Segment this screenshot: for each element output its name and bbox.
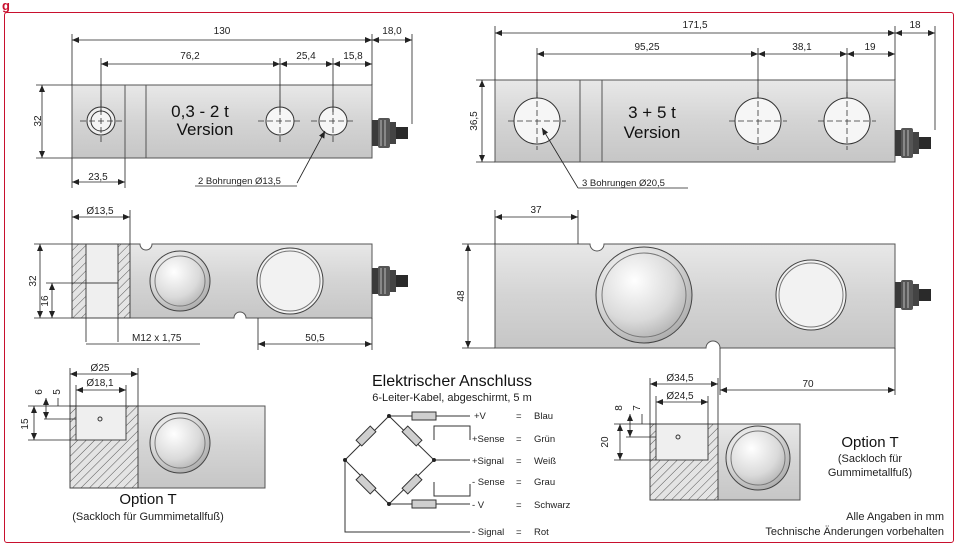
- option-small-title: Option T: [119, 491, 176, 508]
- option-large-title: Option T: [841, 434, 898, 451]
- dim-large-hole-pitch: 38,1: [792, 42, 812, 53]
- wire-4-eq: =: [516, 477, 522, 488]
- dim-opt-small-depth: 15: [20, 418, 31, 430]
- dim-small-cable: 18,0: [382, 26, 402, 37]
- dim-large-cable: 18: [909, 20, 921, 31]
- dim-small-edge: 15,8: [343, 51, 363, 62]
- large-cell-top-view: 3 + 5 t Version 171,5 18 95,25 38,1 19 3…: [469, 20, 936, 189]
- dim-opt-small-d2: 5: [52, 389, 63, 395]
- wire-3-eq: =: [516, 456, 522, 467]
- dim-large-length: 171,5: [682, 20, 707, 31]
- wire-1-signal: +V: [474, 411, 487, 422]
- option-small-subtitle: (Sackloch für Gummimetallfuß): [72, 511, 224, 523]
- large-cell-label-line2: Version: [624, 123, 681, 142]
- large-cell-side-view: 37 48 70: [456, 205, 931, 395]
- connection-title: Elektrischer Anschluss: [372, 373, 532, 390]
- dim-small-right: 50,5: [305, 333, 325, 344]
- small-cell-label-line1: 0,3 - 2 t: [171, 102, 229, 121]
- dim-large-right: 70: [802, 379, 814, 390]
- dim-small-height: 32: [33, 115, 44, 127]
- dim-opt-small-d1: 6: [34, 389, 45, 395]
- dim-large-height: 36,5: [469, 111, 480, 131]
- wire-4-color: Grau: [534, 477, 555, 488]
- dim-small-hole-pitch: 25,4: [296, 51, 316, 62]
- option-large-subtitle-line2: Gummimetallfuß): [828, 467, 912, 479]
- large-cell-label-line1: 3 + 5 t: [628, 103, 676, 122]
- dim-opt-large-outer: Ø34,5: [666, 373, 694, 384]
- wire-6-signal: - Signal: [472, 527, 504, 538]
- small-cell-callout: 2 Bohrungen Ø13,5: [198, 176, 281, 187]
- sheet-frame: [4, 12, 954, 543]
- wire-5-color: Schwarz: [534, 500, 571, 511]
- dim-small-thread-height: 16: [40, 295, 51, 307]
- dim-large-side-height: 48: [456, 290, 467, 302]
- wire-2-signal: +Sense: [472, 434, 505, 445]
- dim-opt-small-inner: Ø18,1: [86, 378, 114, 389]
- dim-opt-large-depth: 20: [600, 436, 611, 448]
- dim-opt-large-inner: Ø24,5: [666, 391, 694, 402]
- large-cell-callout: 3 Bohrungen Ø20,5: [582, 178, 665, 189]
- footer-line1: Alle Angaben in mm: [846, 511, 944, 523]
- wire-1-color: Blau: [534, 411, 553, 422]
- wire-4-signal: - Sense: [472, 477, 505, 488]
- dim-small-hole-spacing: 76,2: [180, 51, 200, 62]
- small-cell-top-view: 0,3 - 2 t Version 130 18,0 76,2: [33, 26, 413, 188]
- dim-opt-large-d1: 8: [614, 405, 625, 411]
- wire-2-color: Grün: [534, 434, 555, 445]
- dim-small-thread: M12 x 1,75: [132, 333, 182, 344]
- dim-small-bore: Ø13,5: [86, 206, 114, 217]
- dim-small-length: 130: [214, 26, 231, 37]
- connection-subtitle: 6-Leiter-Kabel, abgeschirmt, 5 m: [372, 392, 532, 404]
- dim-small-side-height: 32: [28, 275, 39, 287]
- wire-6-color: Rot: [534, 527, 549, 538]
- option-large-subtitle-line1: (Sackloch für: [838, 453, 903, 465]
- footer-line2: Technische Änderungen vorbehalten: [765, 526, 944, 538]
- dim-large-edge: 19: [864, 42, 876, 53]
- small-cell-label-line2: Version: [177, 120, 234, 139]
- option-t-small: Ø25 Ø18,1 6 5 15 Option T (Sackloch für …: [20, 363, 266, 523]
- dim-large-offset: 37: [530, 205, 542, 216]
- header-title-fragment: g: [2, 0, 10, 13]
- dim-large-hole-spacing: 95,25: [634, 42, 659, 53]
- wire-5-signal: - V: [472, 500, 485, 511]
- wiring-diagram: Elektrischer Anschluss 6-Leiter-Kabel, a…: [343, 373, 571, 538]
- wire-6-eq: =: [516, 527, 522, 538]
- wire-2-eq: =: [516, 434, 522, 445]
- wire-3-color: Weiß: [534, 456, 556, 467]
- dim-opt-small-outer: Ø25: [91, 363, 110, 374]
- dim-small-left-offset: 23,5: [88, 172, 108, 183]
- wire-5-eq: =: [516, 500, 522, 511]
- small-cell-side-view: Ø13,5 32 16 M12 x 1,75 50,5: [28, 206, 408, 350]
- dim-opt-large-d2: 7: [632, 405, 643, 411]
- wire-3-signal: +Signal: [472, 456, 504, 467]
- wire-1-eq: =: [516, 411, 522, 422]
- option-t-large: Ø34,5 Ø24,5 8 7 20 Option T (Sackloch fü…: [600, 373, 912, 501]
